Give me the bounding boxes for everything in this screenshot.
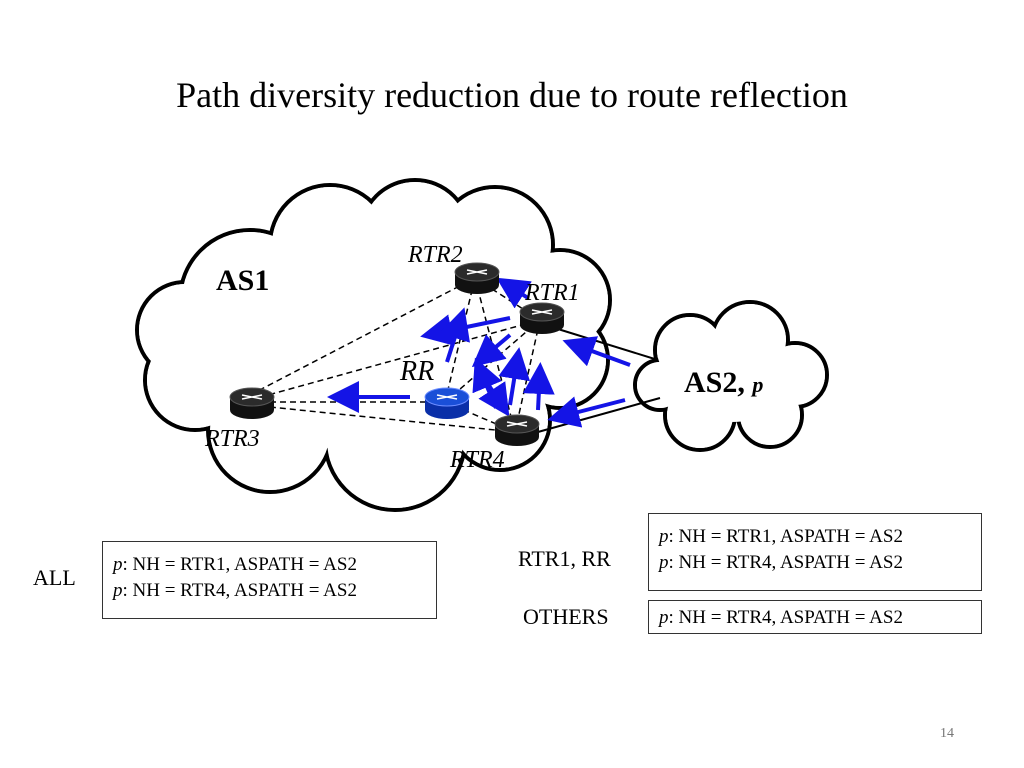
others-routes-table: p: NH = RTR4, ASPATH = AS2 (648, 600, 982, 634)
table-row: p: NH = RTR4, ASPATH = AS2 (659, 552, 903, 573)
rtr3-label: RTR3 (204, 426, 260, 452)
as2-prefix: p (750, 372, 763, 397)
rtr2-label: RTR2 (407, 242, 463, 268)
table-row: p: NH = RTR1, ASPATH = AS2 (659, 526, 903, 547)
as1-label: AS1 (216, 264, 269, 297)
table-row: p: NH = RTR4, ASPATH = AS2 (659, 607, 903, 628)
arrow-up-3 (498, 347, 531, 406)
rtr1-rr-label: RTR1, RR (518, 546, 611, 571)
ebgp-link-rtr1-as2 (544, 324, 659, 361)
router-rtr2 (454, 262, 500, 294)
table-row: p: NH = RTR4, ASPATH = AS2 (113, 580, 357, 601)
ebgp-link-rtr4-as2 (519, 397, 661, 438)
as2-label: AS2, p (684, 366, 763, 399)
all-label: ALL (33, 565, 76, 590)
rtr1-rr-routes-table: p: NH = RTR1, ASPATH = AS2 p: NH = RTR4,… (648, 513, 982, 591)
arrow-rr-up-left (439, 307, 470, 363)
table-row: p: NH = RTR1, ASPATH = AS2 (113, 554, 357, 575)
arrow-down-1 (478, 376, 510, 417)
arrow-rtr1-to-rtr2 (496, 277, 532, 309)
rtr1-label: RTR1 (524, 280, 580, 306)
router-rr (424, 387, 470, 419)
router-rtr3 (229, 387, 275, 419)
arrow-as2-to-rtr1 (562, 336, 631, 367)
arrow-up-1 (471, 333, 512, 368)
arrow-up-4 (522, 362, 555, 411)
route-advertisement-arrows (327, 277, 631, 428)
rtr4-label: RTR4 (449, 447, 505, 473)
router-rtr1 (519, 302, 565, 334)
rr-label: RR (399, 356, 434, 387)
page-number: 14 (940, 726, 954, 741)
others-label: OTHERS (523, 604, 609, 629)
all-routes-table: p: NH = RTR1, ASPATH = AS2 p: NH = RTR4,… (102, 541, 437, 619)
slide-title: Path diversity reduction due to route re… (176, 75, 848, 115)
router-rtr4 (494, 414, 540, 446)
arrow-as2-to-rtr4 (547, 396, 626, 428)
